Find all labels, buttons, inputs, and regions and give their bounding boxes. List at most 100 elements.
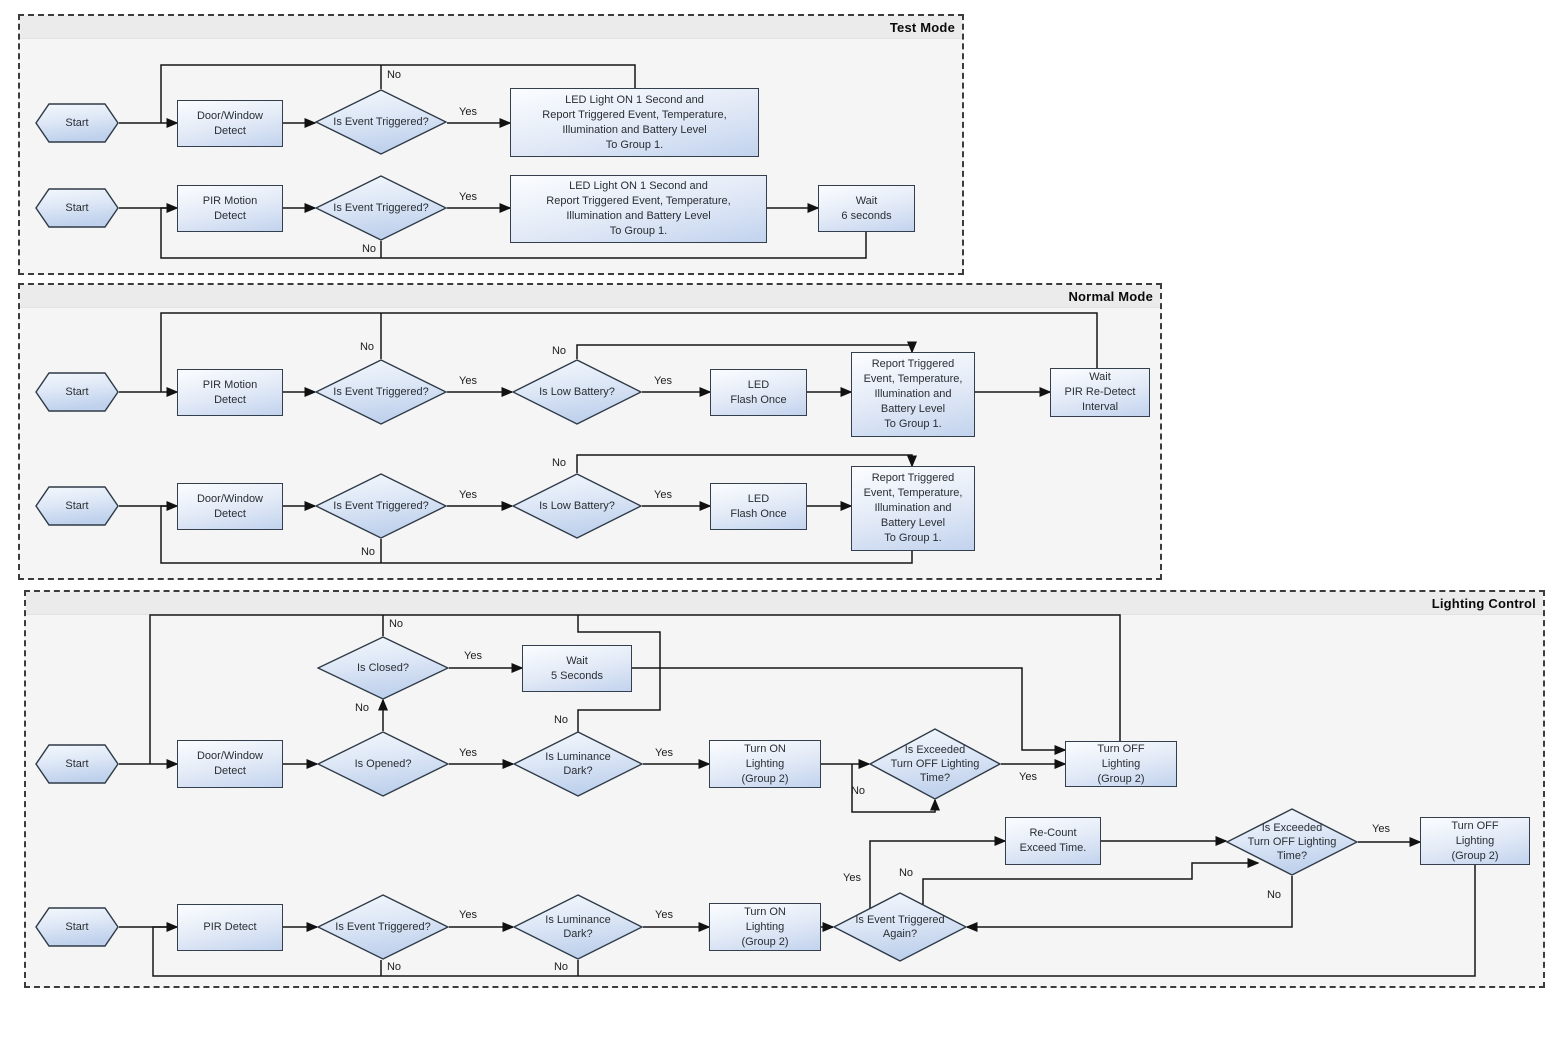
hexagon-shape xyxy=(35,372,119,412)
node-text-a-wait5: Wait 5 Seconds xyxy=(523,646,631,691)
node-line: Wait xyxy=(566,654,588,667)
edge-label-b-lum-yes: Yes xyxy=(655,909,673,921)
node-line: To Group 1. xyxy=(884,418,942,430)
node-line: Is Low Battery? xyxy=(539,386,615,398)
node-b-start: Start xyxy=(35,907,119,947)
section-test-mode: Test Mode xyxy=(18,14,964,275)
node-line: Turn ON xyxy=(744,905,786,918)
edge-label-n2-yes2: Yes xyxy=(654,489,672,501)
node-line: Interval xyxy=(1081,401,1119,413)
node-line: Time? xyxy=(1276,850,1308,862)
section-header-lighting-control: Lighting Control xyxy=(26,592,1543,615)
node-text-t2-start: Start xyxy=(35,188,119,228)
node-line: 5 Seconds xyxy=(551,669,603,682)
node-line: Dark? xyxy=(563,765,593,777)
node-line: Is Exceeded xyxy=(904,744,966,756)
node-line: Detect xyxy=(214,765,246,777)
node-text-t2-wait6: Wait 6 seconds xyxy=(819,186,914,231)
edge-label-n2-yes1: Yes xyxy=(459,489,477,501)
node-text-a-opened: Is Opened? xyxy=(317,731,449,797)
node-line: 6 seconds xyxy=(841,209,892,222)
node-line: Start xyxy=(65,758,89,770)
node-t2-trigger: Is Event Triggered? xyxy=(315,175,447,241)
node-line: Illumination and Battery Level xyxy=(566,210,711,222)
node-line: Wait xyxy=(855,194,878,207)
node-line: Flash Once xyxy=(730,507,787,520)
node-text-t1-trigger: Is Event Triggered? xyxy=(315,89,447,155)
edge-label-t2-yes: Yes xyxy=(459,191,477,203)
edge-label-b-trigger-yes: Yes xyxy=(459,909,477,921)
node-text-n2-trigger: Is Event Triggered? xyxy=(315,473,447,539)
decision-shape xyxy=(512,359,642,425)
edge-label-t1-yes: Yes xyxy=(459,106,477,118)
node-line: Wait xyxy=(1089,371,1111,383)
edge-label-a-opened-no: No xyxy=(354,702,370,714)
decision-shape xyxy=(315,359,447,425)
decision-shape xyxy=(315,89,447,155)
node-line: Flash Once xyxy=(730,393,787,406)
decision-shape xyxy=(315,473,447,539)
edge-label-n1-yes2: Yes xyxy=(654,375,672,387)
node-line: PIR Motion xyxy=(202,194,258,207)
node-line: Start xyxy=(65,202,89,214)
edge-label-n2-no1: No xyxy=(360,546,376,558)
node-line: Door/Window xyxy=(196,492,264,505)
node-line: Is Event Triggered? xyxy=(335,921,431,933)
edge-label-a-opened-yes: Yes xyxy=(459,747,477,759)
node-text-n1-lowbat: Is Low Battery? xyxy=(512,359,642,425)
hexagon-shape xyxy=(35,188,119,228)
node-line: Turn ON xyxy=(744,742,786,755)
edge-label-n1-yes1: Yes xyxy=(459,375,477,387)
edge-label-t1-no: No xyxy=(386,69,402,81)
node-line: Is Event Triggered xyxy=(855,914,945,926)
node-line: Lighting xyxy=(1455,834,1495,847)
node-line: Turn OFF xyxy=(1097,742,1145,755)
node-line: Report Triggered Event, Temperature, xyxy=(542,108,727,121)
edge-label-a-exceeded-no: No xyxy=(850,785,866,797)
edge-label-a-exceeded-yes: Yes xyxy=(1019,771,1037,783)
edge-label-b-exceeded-yes: Yes xyxy=(1372,823,1390,835)
hexagon-shape xyxy=(35,103,119,143)
node-text-n2-lowbat: Is Low Battery? xyxy=(512,473,642,539)
node-line: Illumination and xyxy=(874,502,952,514)
node-line: Is Event Triggered? xyxy=(333,500,429,512)
decision-shape xyxy=(317,731,449,797)
node-line: Start xyxy=(65,500,89,512)
edge-label-b-exceeded-no: No xyxy=(1266,889,1282,901)
node-a-closed: Is Closed? xyxy=(317,636,449,700)
node-line: Lighting xyxy=(745,757,785,770)
node-line: To Group 1. xyxy=(605,138,664,151)
node-line: Is Exceeded xyxy=(1261,822,1323,834)
node-line: PIR Detect xyxy=(203,921,257,933)
edge-label-a-closed-yes: Yes xyxy=(464,650,482,662)
node-text-n2-start: Start xyxy=(35,486,119,526)
node-line: Detect xyxy=(214,393,246,406)
node-text-b-start: Start xyxy=(35,907,119,947)
node-line: Door/Window xyxy=(196,750,264,762)
node-line: Event, Temperature, xyxy=(863,487,963,499)
edge-label-t2-no: No xyxy=(361,243,377,255)
node-a-opened: Is Opened? xyxy=(317,731,449,797)
node-line: Time? xyxy=(919,772,951,784)
node-text-t1-start: Start xyxy=(35,103,119,143)
